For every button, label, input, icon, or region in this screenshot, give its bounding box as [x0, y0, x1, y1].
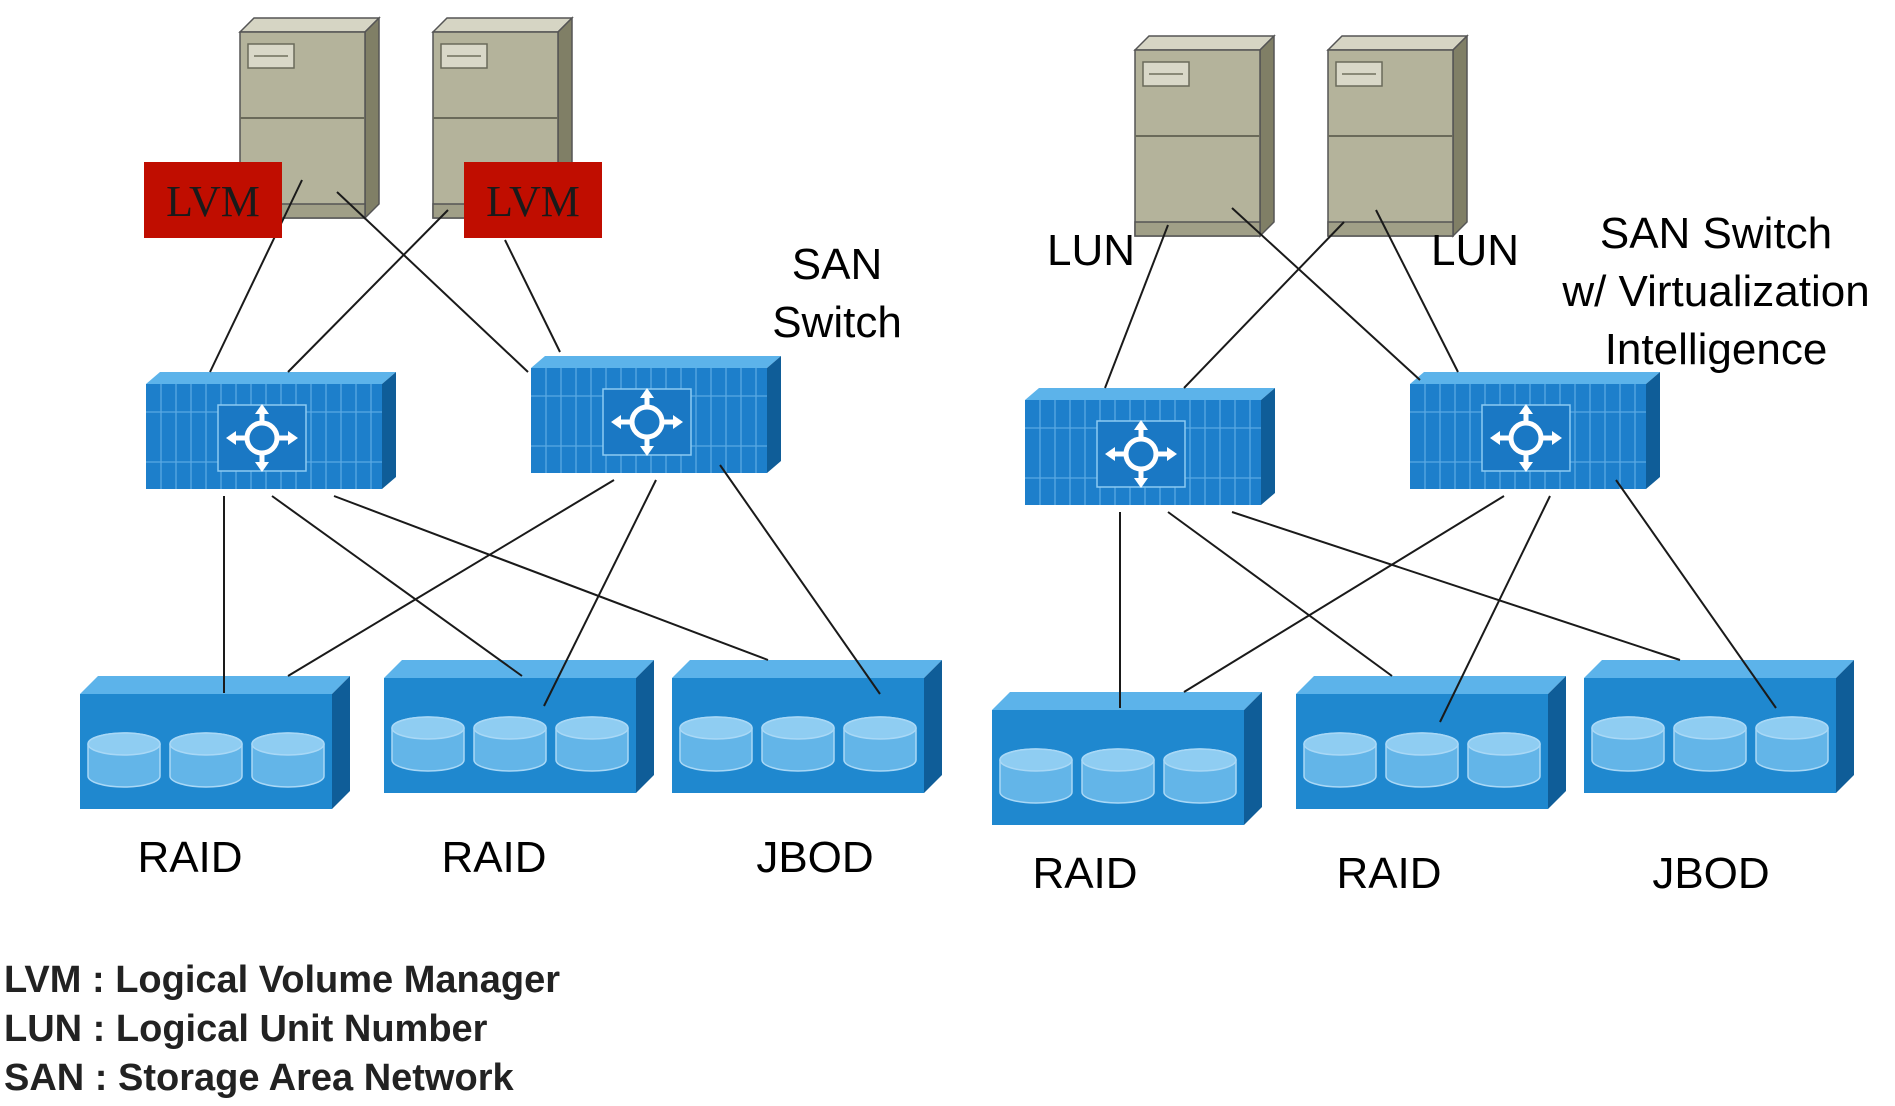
right-connection-lines	[1104, 207, 1777, 723]
left-san-switch-1-icon	[146, 372, 396, 489]
left-connection-lines	[209, 179, 881, 707]
left-san-switch-2-icon	[531, 356, 781, 473]
right-switch-label-line-1: SAN Switch	[1600, 209, 1832, 258]
right-raid-2-icon	[1295, 675, 1567, 810]
legend-item-san: SAN : Storage Area Network	[4, 1059, 514, 1097]
legend-abbr: SAN	[4, 1057, 85, 1099]
left-jbod-icon	[671, 659, 943, 794]
left-raid-1-icon	[79, 675, 351, 810]
legend-text: Storage Area Network	[118, 1057, 514, 1099]
left-storage-label-3: JBOD	[756, 833, 873, 882]
legend-text: Logical Unit Number	[115, 1008, 488, 1050]
right-server-1-icon	[1134, 35, 1275, 237]
right-san-switch-2-icon	[1410, 372, 1660, 489]
legend-item-lvm: LVM : Logical Volume Manager	[4, 961, 560, 999]
lvm-label-2: LVM	[486, 177, 580, 226]
lvm-label-1: LVM	[166, 177, 260, 226]
right-switch-label-line-2: w/ Virtualization	[1561, 267, 1869, 316]
left-raid-2-icon	[383, 659, 655, 794]
right-storage-label-1: RAID	[1032, 849, 1137, 898]
legend-sep: :	[81, 959, 116, 1001]
legend-sep: :	[84, 1057, 119, 1099]
right-lun-label-2: LUN	[1431, 226, 1519, 275]
right-jbod-icon	[1583, 659, 1855, 794]
legend-sep: :	[82, 1008, 116, 1050]
right-server-2-icon	[1327, 35, 1468, 237]
left-storage-label-2: RAID	[441, 833, 546, 882]
lvm-box-2	[464, 162, 602, 238]
legend-abbr: LVM	[4, 959, 82, 1001]
right-switch-label-line-3: Intelligence	[1605, 325, 1828, 374]
legend-text: Logical Volume Manager	[115, 959, 561, 1001]
legend-item-lun: LUN : Logical Unit Number	[4, 1010, 487, 1048]
legend-abbr: LUN	[4, 1008, 83, 1050]
left-storage-label-1: RAID	[137, 833, 242, 882]
right-storage-label-3: JBOD	[1652, 849, 1769, 898]
lvm-box-1	[144, 162, 282, 238]
right-raid-1-icon	[991, 691, 1263, 826]
right-lun-label-1: LUN	[1047, 226, 1135, 275]
right-storage-label-2: RAID	[1336, 849, 1441, 898]
left-switch-label-line-1: SAN	[792, 240, 882, 289]
left-switch-label-line-2: Switch	[772, 298, 902, 347]
right-san-switch-1-icon	[1025, 388, 1275, 505]
